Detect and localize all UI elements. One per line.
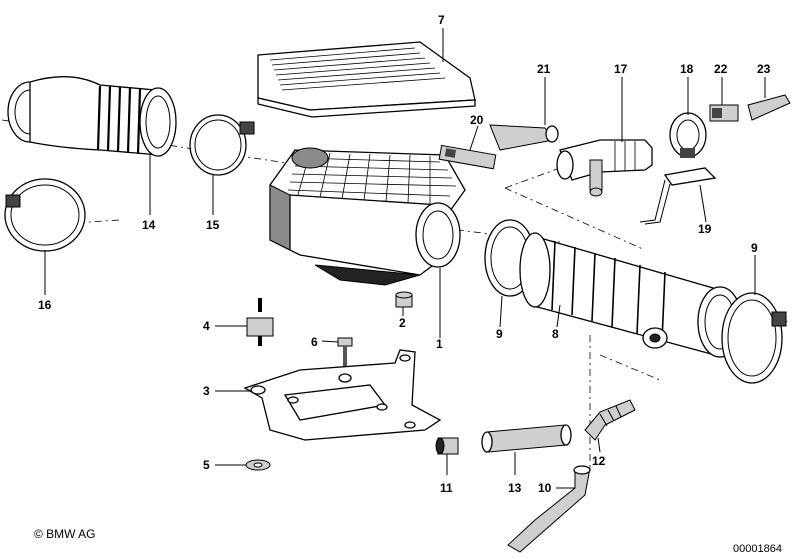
callout-17: 17	[614, 62, 628, 76]
callout-23: 23	[757, 62, 771, 76]
part-18-rubber-ring	[669, 112, 707, 158]
callout-20: 20	[470, 113, 484, 127]
part-6-screw	[337, 337, 353, 370]
leader-lines	[44, 28, 766, 489]
part-12-elbow-hose	[584, 399, 636, 441]
part-17-idle-valve	[556, 139, 653, 197]
diagram-number: 00001864	[733, 543, 782, 555]
callout-10: 10	[538, 481, 552, 495]
part-1-air-filter-housing	[269, 147, 466, 286]
callout-15: 15	[206, 218, 220, 232]
callout-22: 22	[714, 62, 728, 76]
part-22-plug	[709, 104, 739, 122]
part-20-connector	[438, 144, 497, 170]
callout-5: 5	[203, 458, 210, 472]
part-3-bracket	[243, 349, 442, 441]
part-19-bracket	[639, 167, 717, 225]
callout-21: 21	[537, 62, 551, 76]
part-7-filter-cover	[257, 41, 476, 118]
callout-4: 4	[203, 319, 210, 333]
part-13-hose	[481, 424, 572, 453]
callout-7: 7	[438, 13, 445, 27]
part-14-intake-elbow-hose	[7, 76, 177, 157]
part-4-rubber-mount	[246, 298, 274, 346]
part-16-hose-clamp	[4, 178, 86, 252]
part-9-clamp-right	[721, 292, 787, 384]
callout-labels: 7 21 17 18 22 23 20 14 15 16 19 9 2 1 4 …	[38, 13, 771, 495]
part-23-boot	[747, 94, 791, 121]
part-2-cap	[395, 291, 413, 308]
callout-8: 8	[552, 327, 559, 341]
copyright-text: © BMW AG	[34, 527, 96, 541]
part-10-hose	[507, 465, 591, 553]
part-5-washer	[245, 459, 271, 471]
callout-14: 14	[142, 218, 156, 232]
callout-3: 3	[203, 384, 210, 398]
callout-12: 12	[592, 454, 606, 468]
callout-6: 6	[311, 335, 318, 349]
part-8-bellows-hose	[519, 232, 743, 358]
callout-13: 13	[508, 481, 522, 495]
callout-9-left: 9	[496, 327, 503, 341]
callout-18: 18	[680, 62, 694, 76]
part-21-connector-boot	[489, 124, 559, 151]
callout-16: 16	[38, 298, 52, 312]
callout-11: 11	[440, 481, 453, 495]
part-11-cap	[435, 437, 459, 455]
callout-9-right: 9	[751, 241, 758, 255]
part-15-hose-clamp	[189, 114, 255, 176]
callout-2: 2	[399, 316, 406, 330]
callout-1: 1	[436, 337, 443, 351]
callout-19: 19	[698, 222, 712, 236]
